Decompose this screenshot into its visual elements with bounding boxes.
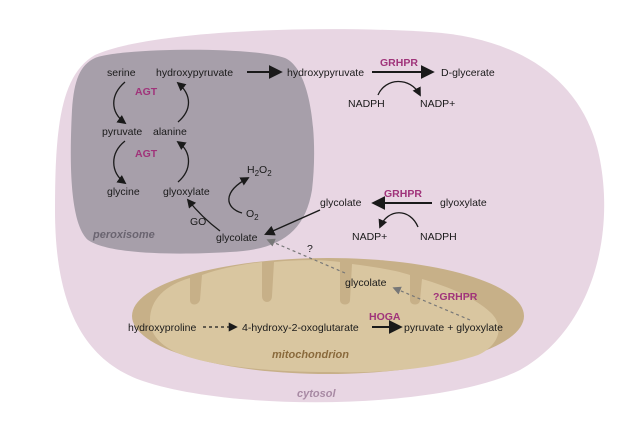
perox-glycolate-label: glycolate bbox=[216, 232, 258, 244]
q-grhpr-dashed-arrow bbox=[392, 286, 471, 321]
glycolate-import-arrow bbox=[264, 209, 321, 236]
mitochondrion-compartment bbox=[132, 258, 524, 374]
agt-top-right-arc bbox=[176, 81, 190, 123]
nadp-mid-label: NADP+ bbox=[352, 231, 387, 243]
nadp-top-label: NADP+ bbox=[420, 98, 455, 110]
pyruvate-glyoxylate-label: pyruvate + glyoxylate bbox=[404, 322, 503, 334]
grhpr-top-cofactor-arc bbox=[377, 80, 421, 97]
hoga-label: HOGA bbox=[369, 311, 401, 323]
grhpr-top-label: GRHPR bbox=[380, 57, 418, 69]
agt-top-label: AGT bbox=[135, 86, 158, 98]
agt-bottom-label: AGT bbox=[135, 148, 158, 160]
nadph-top-label: NADPH bbox=[348, 98, 385, 110]
perox-hydroxypyruvate-label: hydroxypyruvate bbox=[156, 67, 233, 79]
agt-top-left-arc bbox=[113, 81, 127, 125]
grhpr-mid-label: GRHPR bbox=[384, 188, 422, 200]
peroxisome-compartment bbox=[70, 49, 315, 254]
mito-glycolate-export-dashed-arrow bbox=[266, 238, 346, 274]
go-label: GO bbox=[190, 216, 206, 228]
h2o2-label: H2O2 bbox=[247, 164, 272, 178]
cyt-glycolate-label: glycolate bbox=[320, 197, 362, 209]
d-glycerate-label: D-glycerate bbox=[441, 67, 495, 79]
hog-label: 4-hydroxy-2-oxoglutarate bbox=[242, 322, 359, 334]
go-glycolate-to-glyoxylate-arrow bbox=[186, 198, 221, 232]
mitochondrion-label: mitochondrion bbox=[272, 349, 349, 361]
question-mark-label: ? bbox=[307, 243, 313, 255]
agt-bottom-left-arc bbox=[113, 140, 127, 185]
nadph-mid-label: NADPH bbox=[420, 231, 457, 243]
q-grhpr-label: ?GRHPR bbox=[433, 291, 478, 303]
agt-bottom-right-arc bbox=[176, 140, 190, 183]
serine-label: serine bbox=[107, 67, 136, 79]
peroxisome-label: peroxisome bbox=[92, 229, 155, 241]
go-cosubstrate-arc bbox=[228, 177, 250, 214]
alanine-label: alanine bbox=[153, 126, 187, 138]
o2-label: O2 bbox=[246, 208, 259, 222]
cyt-hydroxypyruvate-label: hydroxypyruvate bbox=[287, 67, 364, 79]
cyt-glyoxylate-label: glyoxylate bbox=[440, 197, 487, 209]
glycine-label: glycine bbox=[107, 186, 140, 198]
hydroxyproline-label: hydroxyproline bbox=[128, 322, 196, 334]
mito-glycolate-label: glycolate bbox=[345, 277, 387, 289]
grhpr-mid-cofactor-arc bbox=[378, 212, 419, 229]
perox-glyoxylate-label: glyoxylate bbox=[163, 186, 210, 198]
cytosol-label: cytosol bbox=[297, 388, 336, 400]
pyruvate-label: pyruvate bbox=[102, 126, 142, 138]
